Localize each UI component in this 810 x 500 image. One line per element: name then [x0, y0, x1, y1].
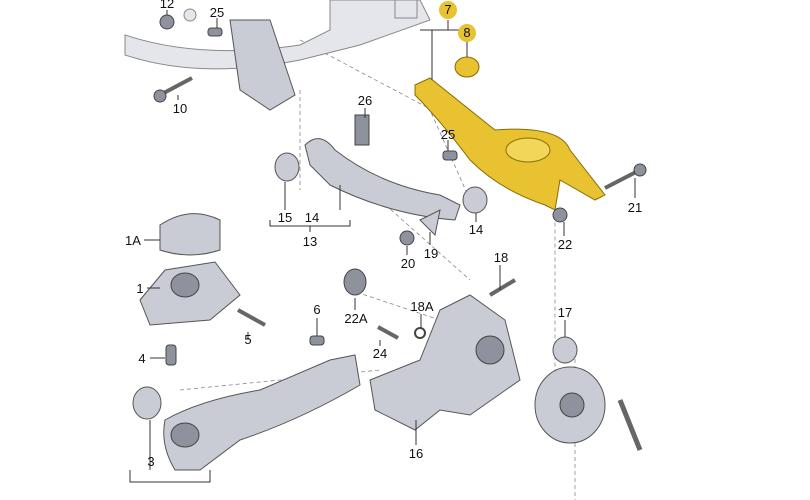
bolt-18 — [488, 278, 517, 297]
ring-18A — [414, 327, 426, 339]
label-4[interactable]: 4 — [138, 351, 145, 366]
upper-arm-14 — [304, 114, 461, 221]
bolt-24 — [377, 325, 399, 340]
label-1[interactable]: 1 — [136, 281, 143, 296]
clip-19 — [419, 209, 441, 237]
label-25[interactable]: 25 — [210, 5, 224, 20]
nut-20 — [399, 230, 415, 246]
label-20[interactable]: 20 — [401, 256, 415, 271]
washer — [183, 8, 197, 22]
leader-lines — [129, 10, 636, 483]
bushing-14 — [462, 186, 488, 214]
label-19[interactable]: 19 — [424, 246, 438, 261]
label-6[interactable]: 6 — [313, 302, 320, 317]
wheel-hub — [534, 366, 606, 444]
bushing-3 — [132, 386, 162, 420]
lower-control-arm-7[interactable] — [414, 77, 606, 211]
wheel-knuckle-16 — [369, 294, 521, 431]
label-24[interactable]: 24 — [373, 346, 387, 361]
label-26[interactable]: 26 — [358, 93, 372, 108]
label-22[interactable]: 22 — [558, 237, 572, 252]
bolt-25-top — [207, 27, 223, 37]
label-5[interactable]: 5 — [244, 332, 251, 347]
nut-12 — [159, 14, 175, 30]
label-12[interactable]: 12 — [160, 0, 174, 11]
subframe — [124, 0, 431, 111]
label-17[interactable]: 17 — [558, 305, 572, 320]
bushing-8 — [454, 56, 480, 78]
label-18A[interactable]: 18A — [410, 299, 433, 314]
trailing-arm — [163, 354, 361, 471]
label-15[interactable]: 15 — [278, 210, 292, 225]
highlight-badge-8 — [458, 24, 476, 42]
label-22A[interactable]: 22A — [344, 311, 367, 326]
bolt-6 — [309, 335, 325, 346]
bolt-21 — [604, 163, 647, 190]
mount-1A — [159, 213, 221, 256]
label-3[interactable]: 3 — [147, 454, 154, 469]
bolt-10 — [153, 76, 193, 103]
label-10[interactable]: 10 — [173, 101, 187, 116]
nut-22 — [552, 207, 568, 223]
bolt-4 — [165, 344, 177, 366]
hub-bolt — [617, 399, 643, 451]
label-25-arm[interactable]: 25 — [441, 127, 455, 142]
label-18[interactable]: 18 — [494, 250, 508, 265]
label-7[interactable]: 7 — [444, 2, 451, 17]
bushing-22A — [343, 268, 367, 296]
bolt-5 — [237, 308, 266, 327]
highlight-badge-7 — [439, 1, 457, 19]
label-1A[interactable]: 1A — [125, 233, 141, 248]
label-13[interactable]: 13 — [303, 234, 317, 249]
bolt-25 — [442, 150, 458, 161]
label-14-bushing[interactable]: 14 — [469, 222, 483, 237]
bushing-17 — [552, 336, 578, 364]
mount-1 — [139, 261, 241, 326]
bushing-15 — [274, 152, 300, 182]
label-16[interactable]: 16 — [409, 446, 423, 461]
label-8[interactable]: 8 — [463, 25, 470, 40]
label-21[interactable]: 21 — [628, 200, 642, 215]
part-labels: 12 25 10 26 7 8 25 15 14 13 14 20 19 22 … — [125, 0, 642, 469]
label-14[interactable]: 14 — [305, 210, 319, 225]
